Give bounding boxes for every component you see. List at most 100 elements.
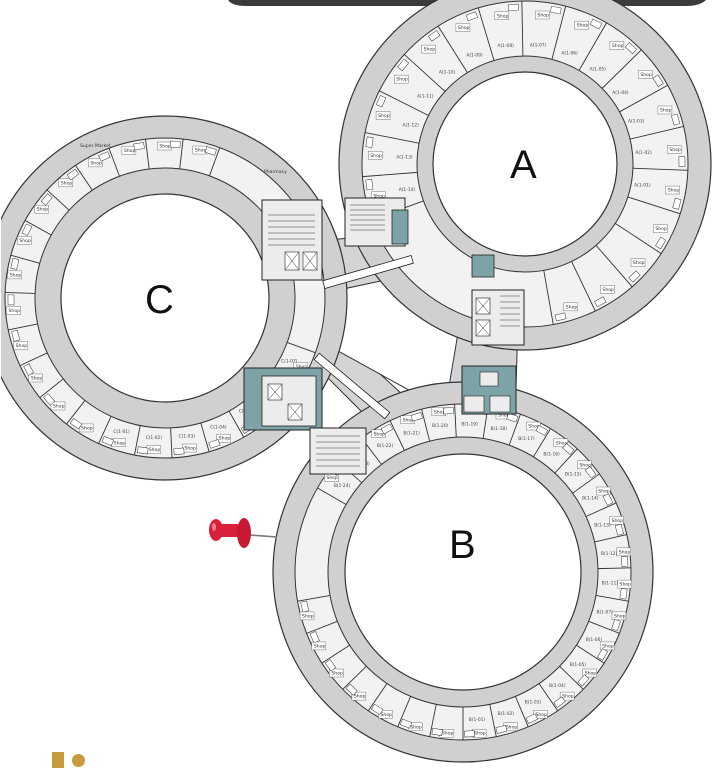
block-c-partition	[66, 400, 86, 425]
block-c-partition	[24, 220, 52, 236]
block-label-a: A	[510, 143, 537, 187]
logo-dot	[72, 754, 85, 767]
block-a-unit-label: A(1-12)	[402, 123, 419, 129]
block-a-window	[652, 74, 664, 87]
block-b-shop-label: Shop	[403, 417, 415, 423]
block-b-partition	[559, 665, 584, 690]
block-b-unit-label: B(1-22)	[377, 443, 394, 449]
block-c-unit-label: C(1-07)	[281, 359, 298, 365]
block-a-shop-label: Shop	[655, 226, 667, 232]
pharmacy-label: Pharmacy	[264, 169, 287, 175]
block-a-partition	[521, 1, 524, 57]
block-b-shop-label: Shop	[498, 413, 510, 419]
block-c-window	[137, 446, 149, 455]
block-c-shop-tag	[7, 270, 22, 280]
block-c-shop-label: Shop	[184, 446, 196, 452]
block-a-partition	[543, 270, 554, 325]
block-c-partition	[179, 138, 184, 169]
block-c-window	[66, 168, 80, 181]
block-b-shop-label: Shop	[579, 462, 591, 468]
block-a-shop-label: Shop	[396, 77, 408, 83]
block-b-partition	[397, 696, 411, 727]
block-b: ShopB(1-24)ShopB(1-23)ShopB(1-22)ShopB(1…	[272, 381, 654, 763]
block-b-partition	[576, 644, 605, 664]
block-a-shop-label: Shop	[537, 13, 549, 19]
block-b-partition	[585, 502, 617, 517]
block-c-window	[133, 142, 145, 151]
block-c-shop-label: Shop	[81, 425, 93, 431]
block-a-window	[628, 270, 641, 283]
block-c-partition	[46, 189, 70, 211]
block-a-window	[428, 30, 441, 42]
block-b-unit-label: B(1-12)	[601, 551, 618, 557]
block-a-unit-label: A(1-10)	[439, 70, 456, 76]
block-b-window	[611, 619, 621, 632]
block-c-shop-label: Shop	[9, 308, 21, 314]
block-b-partition	[306, 620, 338, 634]
block-b-unit-label: B(1-06)	[586, 637, 603, 643]
block-a-shop-label: Shop	[566, 304, 578, 310]
block-c-shop-tag	[216, 433, 231, 443]
block-a-shop-label: Shop	[424, 47, 436, 53]
block-c-partition	[145, 139, 150, 170]
block-a-shop-tag	[657, 105, 673, 115]
block-a-shop-tag	[609, 41, 625, 50]
block-c-shop-label: Shop	[37, 207, 49, 213]
block-a-shop-label: Shop	[669, 147, 681, 153]
block-b-shop-label: Shop	[506, 724, 518, 730]
block-b-shop-tag	[577, 460, 592, 470]
core-a-south	[471, 254, 525, 346]
block-b-unit-label: B(1-03)	[525, 699, 542, 705]
block-b-shop-tag	[351, 691, 367, 701]
block-c-window	[69, 417, 83, 430]
block-c-shop-label: Shop	[90, 160, 102, 166]
block-b-unit-label: B(1-17)	[518, 436, 535, 442]
block-b-shop-tag	[329, 668, 344, 678]
block-b-shop-label: Shop	[528, 424, 540, 430]
block-c-partition	[75, 165, 93, 191]
block-b-window	[380, 423, 394, 435]
block-b-window	[506, 412, 519, 423]
block-b-window	[300, 600, 310, 613]
block-b-unit-label: B(1-04)	[549, 683, 566, 689]
block-b-unit-label: B(1-16)	[543, 452, 560, 458]
block-c-shop-label: Shop	[19, 238, 31, 244]
block-a-partition	[632, 167, 688, 171]
block-a-shop-tag	[394, 74, 409, 84]
block-a-unit-label: A(1-07)	[530, 42, 547, 48]
block-b-shop-tag	[599, 641, 615, 651]
block-c-shop-label: Shop	[114, 440, 126, 446]
block-a-shop-label: Shop	[612, 43, 624, 49]
core-c-south	[243, 367, 323, 431]
block-a-unit-label: A(1-09)	[466, 52, 483, 58]
block-b-window	[614, 523, 624, 536]
block-b-shop-label: Shop	[314, 643, 326, 649]
block-a-partition	[571, 261, 596, 312]
block-a-shop-tag	[563, 302, 578, 312]
block-b-shop-tag	[311, 641, 327, 651]
block-c-shop-tag	[121, 146, 137, 155]
block-b-shop-tag	[616, 547, 631, 557]
block-b-window	[619, 588, 628, 600]
block-c-window	[173, 447, 185, 456]
block-b-unit-label: B(1-20)	[432, 423, 449, 429]
block-a-partition	[627, 196, 681, 215]
block-b-shop-tag	[596, 486, 611, 496]
block-b-shop-label: Shop	[602, 643, 614, 649]
block-b-partition	[597, 567, 631, 570]
block-b-unit-label: B(1-14)	[582, 496, 599, 502]
block-b-shop-label: Shop	[326, 475, 338, 481]
block-b-shop-label: Shop	[562, 694, 574, 700]
block-a-shop-label: Shop	[373, 193, 385, 199]
block-b-partition	[297, 594, 331, 602]
block-b-partition	[489, 704, 497, 737]
block-a-window	[550, 5, 562, 15]
block-a-shop-label: Shop	[660, 107, 672, 113]
block-a-shop-tag	[368, 151, 383, 160]
block-c-shop-label: Shop	[16, 343, 28, 349]
block-a-window	[554, 312, 567, 322]
block-b-partition	[538, 683, 559, 712]
block-a-partition	[578, 22, 607, 71]
block-b-window	[535, 425, 549, 436]
block-a-partition	[614, 222, 662, 254]
